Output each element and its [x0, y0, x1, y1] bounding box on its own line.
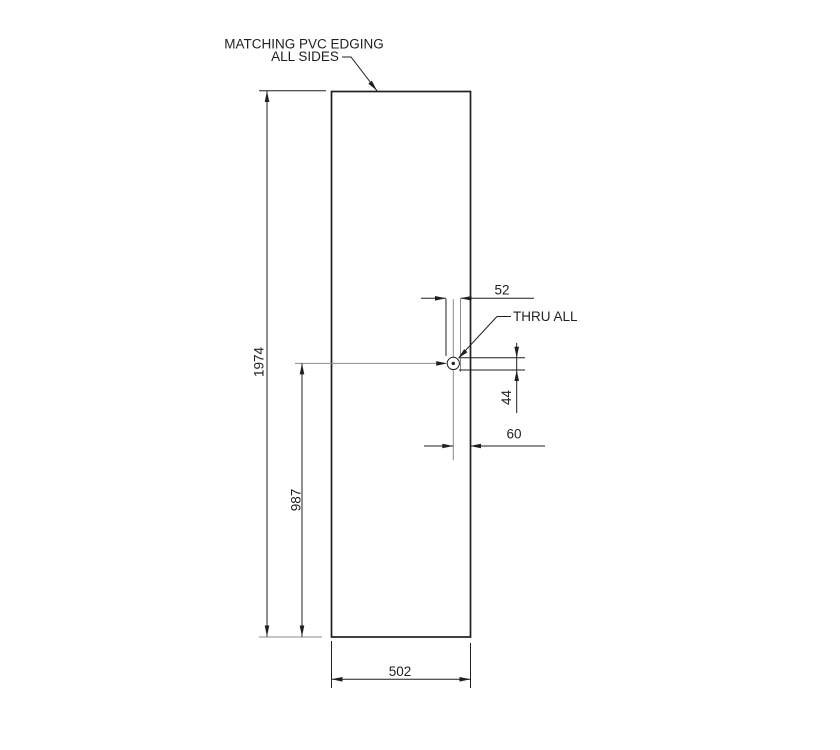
half-height-bottom-arrowhead — [299, 625, 305, 637]
hole-circle — [446, 356, 460, 370]
hole-offset-dimension-text: 60 — [506, 427, 521, 442]
total-height-top-arrowhead — [264, 91, 270, 102]
hole-width-dimension-text: 52 — [494, 283, 509, 298]
panel-outline — [330, 90, 472, 638]
hole-height-top-arrowhead — [514, 346, 519, 358]
edging-note-line1: MATCHING PVC EDGING — [224, 37, 384, 52]
edging-note-line2: ALL SIDES — [271, 49, 339, 64]
panel-width-right-arrowhead — [459, 677, 471, 682]
edging-leader-line — [342, 56, 378, 92]
total-height-dimension-text: 1974 — [252, 346, 267, 377]
hole-offset-left-arrowhead — [442, 443, 454, 449]
hole-width-left-arrowhead — [435, 296, 446, 301]
hole-height-bottom-arrowhead — [514, 370, 519, 381]
thru-all-leader-arrowhead — [458, 349, 468, 359]
hole-height-dimension-text: 44 — [499, 390, 514, 406]
panel-width-dimension-text: 502 — [389, 664, 412, 679]
thru-all-note-text: THRU ALL — [513, 309, 578, 324]
hole-width-right-arrowhead — [460, 296, 472, 301]
edging-leader-arrowhead — [368, 80, 377, 91]
total-height-bottom-arrowhead — [264, 625, 270, 637]
hole-centerline-arrowhead — [436, 361, 448, 366]
half-height-top-arrowhead — [299, 363, 305, 375]
hole-center-dot — [451, 361, 455, 366]
half-height-dimension-text: 987 — [289, 489, 304, 512]
hole-offset-right-arrowhead — [470, 443, 481, 449]
panel-width-left-arrowhead — [331, 677, 343, 682]
